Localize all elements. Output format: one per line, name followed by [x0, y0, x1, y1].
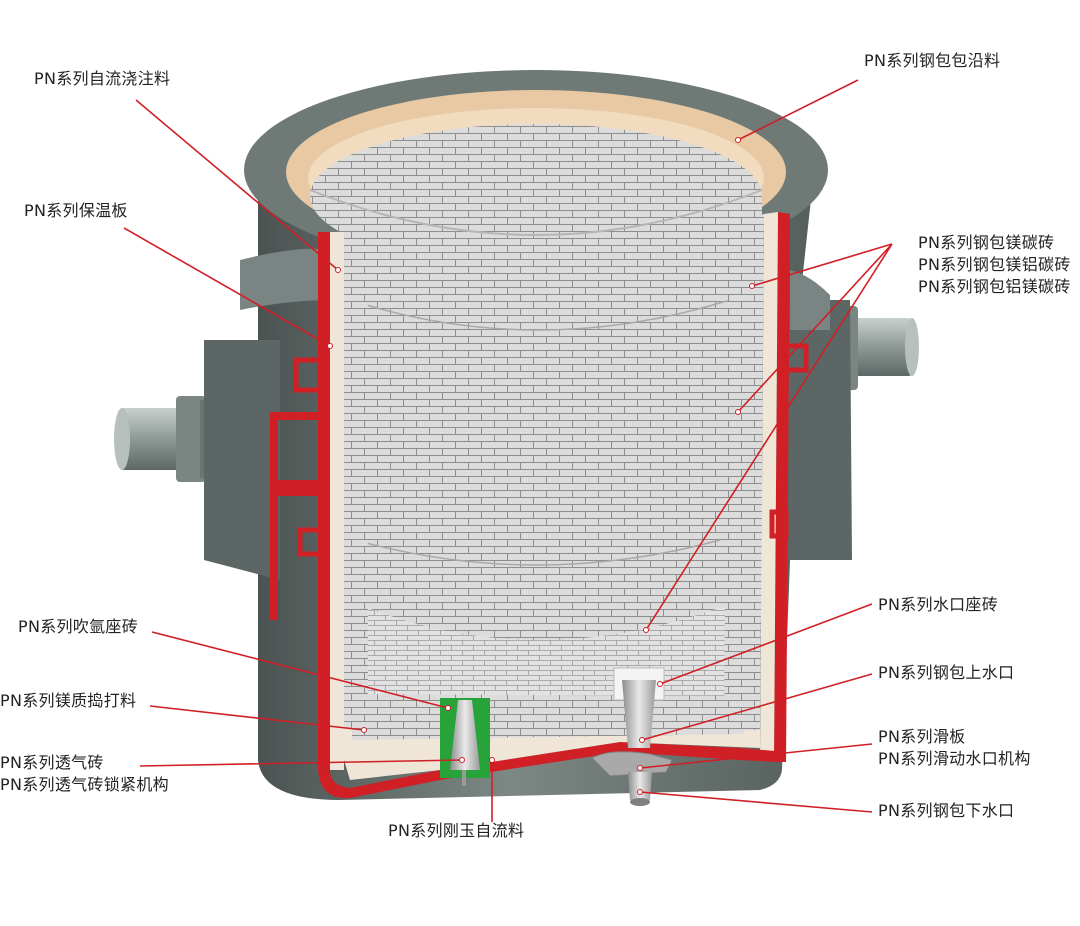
label-magnesia-ramming-mass: PN系列镁质捣打料 — [0, 691, 137, 710]
leader-upper-nozzle — [641, 673, 873, 741]
label-upper-nozzle: PN系列钢包上水口 — [878, 663, 1015, 682]
left-wall-section — [270, 232, 368, 770]
inner-brick-lining — [309, 189, 763, 666]
nozzle-assembly — [591, 667, 673, 806]
label-gas-permeable-brick: PN系列透气砖 — [0, 753, 104, 772]
label-sliding-gate-mechanism: PN系列滑动水口机构 — [878, 749, 1031, 768]
label-magnesia-carbon-brick: PN系列钢包镁碳砖 — [918, 233, 1055, 252]
label-magnesia-alumina-carbon-brick: PN系列钢包镁铝碳砖 — [918, 255, 1071, 274]
leader-mgo-al-c-brick — [737, 243, 893, 413]
label-self-flow-castable: PN系列自流浇注料 — [34, 69, 171, 88]
label-argon-blowing-seat-brick: PN系列吹氩座砖 — [18, 617, 139, 636]
leader-nozzle-seat — [659, 603, 873, 685]
leader-lines — [123, 79, 893, 822]
label-alumina-magnesia-carbon-brick: PN系列钢包铝镁碳砖 — [918, 277, 1071, 296]
leader-endpoints — [327, 137, 755, 795]
label-lower-nozzle: PN系列钢包下水口 — [878, 801, 1015, 820]
label-ladle-rim-material: PN系列钢包包沿料 — [864, 51, 1001, 70]
leader-argon-seat — [151, 631, 449, 709]
label-insulation-board: PN系列保温板 — [24, 201, 128, 220]
ladle-rim — [244, 70, 828, 270]
leader-rim-material — [737, 79, 859, 141]
argon-seat-brick — [440, 698, 490, 786]
label-nozzle-seat-brick: PN系列水口座砖 — [878, 595, 999, 614]
label-slide-plate: PN系列滑板 — [878, 727, 966, 746]
leader-lower-nozzle — [639, 791, 873, 813]
label-permeable-brick-locking: PN系列透气砖锁紧机构 — [0, 775, 169, 794]
right-wall-section — [724, 212, 809, 762]
leader-ramming-mass — [149, 705, 365, 731]
leader-slide-plate — [639, 743, 873, 769]
leader-mgo-c-brick — [751, 243, 893, 287]
leader-self-flow-castable — [135, 99, 339, 271]
label-corundum-self-flow: PN系列刚玉自流料 — [388, 821, 525, 840]
leader-al-mgo-c-brick — [645, 243, 893, 631]
leader-permeable-brick — [139, 759, 463, 767]
leader-insulation-board — [123, 227, 331, 347]
